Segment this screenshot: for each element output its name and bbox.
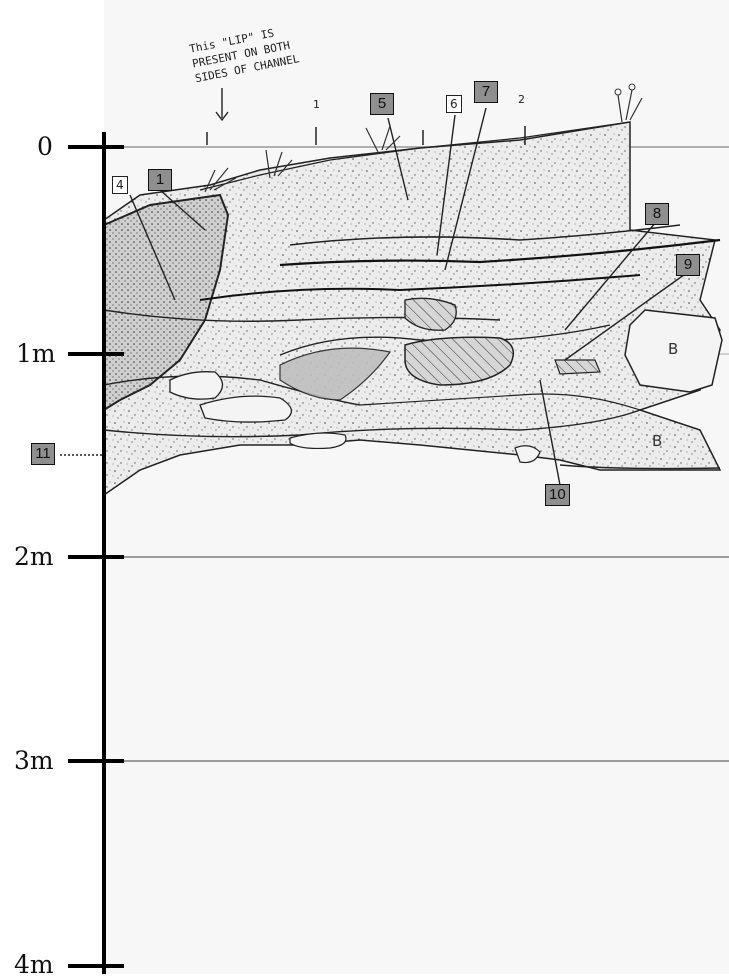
unit-label-9: 9 [676,254,700,276]
unit-label-5: 5 [370,93,394,115]
depth-label-0: 0 [37,134,53,159]
unit-label-8: 8 [645,203,669,225]
unit-label-7: 7 [474,81,498,103]
tape-tick-1: 1 [313,98,320,111]
unit-label-11: 11 [31,443,55,465]
depth-label-2m: 2m [14,544,54,569]
unit-label-4: 4 [112,176,128,194]
clast-left-3 [290,433,346,448]
unit-label-1: 1 [148,169,172,191]
depth-label-3m: 3m [14,748,54,773]
bedrock-mark-upper: B [668,340,678,358]
depth-label-4m: 4m [14,952,54,977]
unit-label-6: 6 [446,95,462,113]
depth-label-1m: 1m [16,341,56,366]
unit-label-10: 10 [545,484,570,506]
hatched-clast-right [555,360,600,374]
tape-tick-2: 2 [518,93,525,106]
sheet [104,0,729,974]
bedrock-mark-lower: B [652,432,662,450]
